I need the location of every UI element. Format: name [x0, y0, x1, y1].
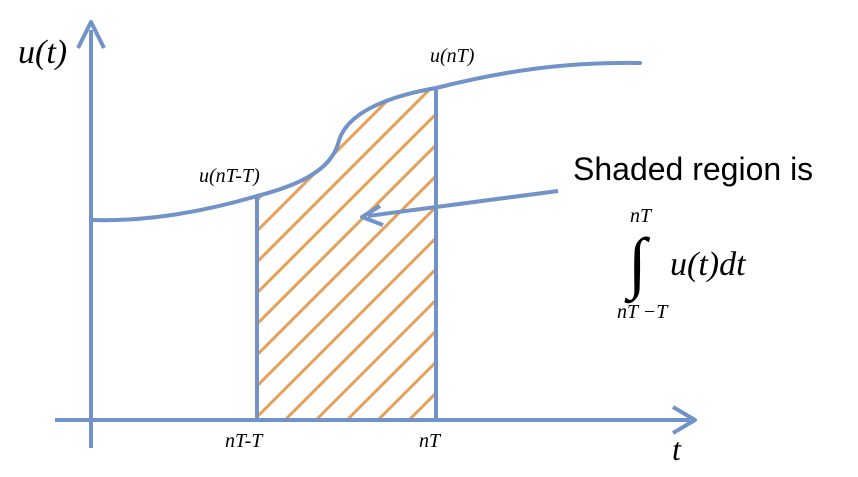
- y-axis-label: u(t): [18, 34, 67, 71]
- hatch-line: [257, 88, 326, 420]
- curve-label-left: u(nT-T): [199, 165, 260, 187]
- integral-lower-limit: nT −T: [617, 301, 669, 323]
- hatch-line: [345, 88, 436, 420]
- hatch-line: [257, 88, 436, 420]
- y-axis-arrowhead: [76, 20, 106, 49]
- shaded-region: [0, 40, 851, 420]
- pointer-arrowhead: [360, 204, 384, 227]
- hatch-lines: [0, 40, 851, 420]
- integral-expression: nT ∫ u(t)dt nT −T: [617, 205, 747, 323]
- hatch-line: [283, 88, 436, 420]
- u-curve: [89, 60, 642, 223]
- tick-label-right: nT: [419, 430, 442, 452]
- hatch-line: [257, 88, 436, 420]
- x-axis-label: t: [672, 431, 682, 467]
- hatch-line: [471, 40, 851, 420]
- hatch-line: [0, 40, 200, 420]
- hatch-line: [257, 88, 264, 420]
- integral-upper-limit: nT: [630, 205, 653, 227]
- hatch-line: [314, 88, 436, 420]
- hatch-line: [0, 40, 231, 420]
- hatch-line: [257, 88, 295, 420]
- curve-label-right: u(nT): [430, 45, 475, 67]
- hatch-line: [257, 88, 436, 420]
- hatch-line: [407, 88, 436, 420]
- hatch-line: [257, 88, 388, 420]
- integral-integrand: u(t)dt: [670, 246, 747, 283]
- caption-text: Shaded region is: [573, 151, 813, 187]
- hatch-line: [257, 88, 436, 420]
- hatch-line: [257, 88, 357, 420]
- pointer-arrow-line: [367, 189, 559, 218]
- hatch-line: [257, 88, 436, 420]
- tick-label-left: nT-T: [225, 430, 264, 452]
- integral-sign-icon: ∫: [624, 224, 651, 304]
- x-axis-arrowhead: [671, 405, 697, 435]
- hatch-line: [257, 88, 436, 420]
- hatch-line: [257, 88, 419, 420]
